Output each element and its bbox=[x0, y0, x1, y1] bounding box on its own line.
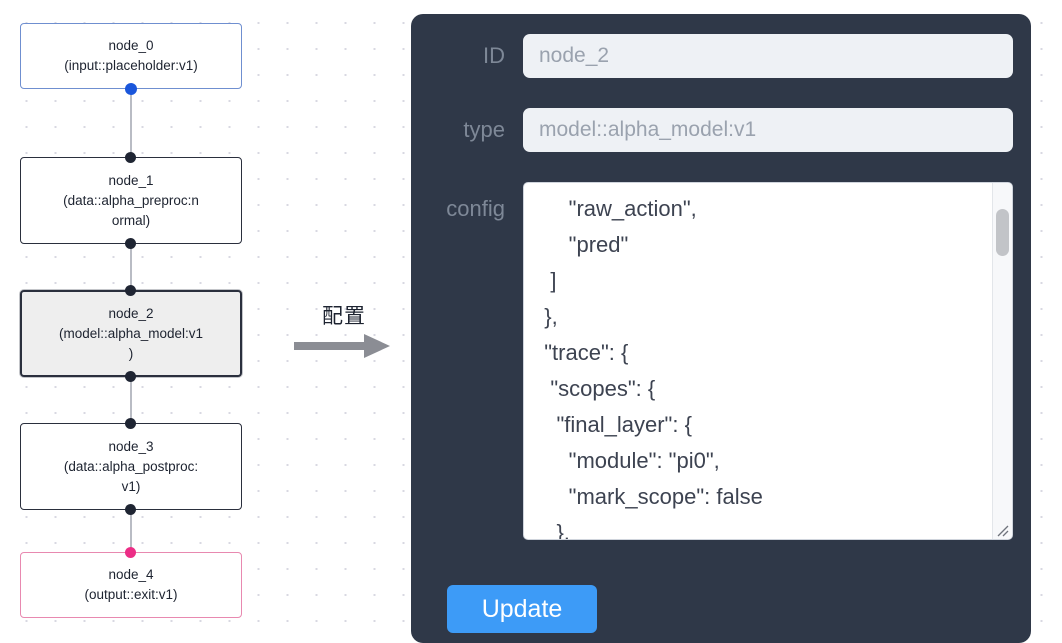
field-row-config: config "raw_action", "pred" ] }, "trace"… bbox=[411, 182, 1031, 540]
edge-node2-node3 bbox=[130, 375, 132, 427]
node-inspector-panel: ID node_2 type model::alpha_model:v1 con… bbox=[411, 14, 1031, 643]
graph-node-node_1[interactable]: node_1 (data::alpha_preproc:n ormal) bbox=[20, 157, 242, 244]
config-field-label: config bbox=[446, 196, 505, 221]
type-input[interactable]: model::alpha_model:v1 bbox=[523, 108, 1013, 152]
port-node_4-input[interactable] bbox=[125, 547, 136, 558]
id-field-label: ID bbox=[483, 43, 505, 68]
graph-node-label: node_1 (data::alpha_preproc:n ormal) bbox=[63, 172, 199, 228]
resize-grip-icon[interactable] bbox=[994, 522, 1010, 538]
graph-node-label: node_4 (output::exit:v1) bbox=[84, 567, 178, 602]
type-field-label: type bbox=[463, 117, 505, 142]
graph-node-node_2[interactable]: node_2 (model::alpha_model:v1 ) bbox=[20, 290, 242, 377]
edge-node0-node1 bbox=[130, 88, 132, 162]
field-row-type: type model::alpha_model:v1 bbox=[411, 108, 1031, 152]
arrow-right-icon bbox=[294, 334, 390, 358]
port-node_3-input[interactable] bbox=[125, 418, 136, 429]
config-scrollbar-thumb[interactable] bbox=[996, 209, 1009, 256]
graph-node-label: node_2 (model::alpha_model:v1 ) bbox=[58, 305, 204, 361]
graph-node-node_3[interactable]: node_3 (data::alpha_postproc: v1) bbox=[20, 423, 242, 510]
port-node_1-input[interactable] bbox=[125, 152, 136, 163]
annotation-label: 配置 bbox=[322, 304, 366, 328]
graph-node-label: node_0 (input::placeholder:v1) bbox=[64, 38, 198, 73]
update-button[interactable]: Update bbox=[447, 585, 597, 633]
port-node_2-output[interactable] bbox=[125, 371, 136, 382]
port-node_1-output[interactable] bbox=[125, 238, 136, 249]
config-textarea-content[interactable]: "raw_action", "pred" ] }, "trace": { "sc… bbox=[544, 196, 763, 540]
config-textarea[interactable]: "raw_action", "pred" ] }, "trace": { "sc… bbox=[523, 182, 1013, 540]
edge-node1-node2 bbox=[130, 243, 132, 295]
port-node_0-output[interactable] bbox=[125, 83, 137, 95]
config-scrollbar[interactable] bbox=[992, 183, 1012, 539]
graph-node-node_0[interactable]: node_0 (input::placeholder:v1) bbox=[20, 23, 242, 89]
annotation-configure: 配置 bbox=[294, 300, 394, 360]
graph-node-label: node_3 (data::alpha_postproc: v1) bbox=[63, 438, 199, 494]
field-row-id: ID node_2 bbox=[411, 34, 1031, 78]
port-node_2-input[interactable] bbox=[125, 285, 136, 296]
graph-node-node_4[interactable]: node_4 (output::exit:v1) bbox=[20, 552, 242, 618]
port-node_3-output[interactable] bbox=[125, 504, 136, 515]
edge-node3-node4 bbox=[130, 508, 132, 552]
id-input[interactable]: node_2 bbox=[523, 34, 1013, 78]
